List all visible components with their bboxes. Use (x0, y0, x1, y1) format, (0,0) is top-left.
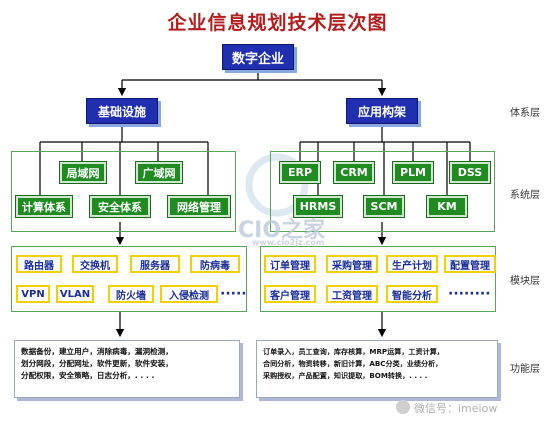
watermark-url: www.cio2jz.com (252, 238, 325, 247)
node-km: KM (427, 196, 467, 217)
app-function-line: 订单录入，员工查询，库存核算，MRP运算，工资计算， (263, 347, 444, 356)
wechat-icon (396, 400, 410, 414)
node-infrastructure: 基础设施 (86, 98, 158, 124)
node-erp: ERP (280, 162, 320, 183)
module-antivirus: 防病毒 (190, 255, 240, 273)
app-function-line: 合同分析，物资转移，新旧计算，ABC分类，业绩分析， (263, 359, 443, 368)
infra-function-line: 划分网段，分配网址，软件更新，软件安装， (21, 359, 173, 368)
layer-label-system: 系统层 (510, 190, 540, 201)
module-intelligent-analysis: 智能分析 (386, 285, 438, 303)
module-configuration-management: 配置管理 (444, 255, 496, 273)
footer-wechat-id: 微信号：imeiow (414, 402, 498, 415)
module-intrusion-detection: 入侵检测 (160, 285, 218, 303)
node-app-architecture: 应用构架 (346, 98, 418, 124)
node-computing-system: 计算体系 (16, 196, 72, 217)
infra-modules-ellipsis: ····· (220, 286, 247, 302)
node-wan: 广域网 (136, 162, 182, 183)
infra-function-line: 分配权限，安全策略，日志分析，. . . . (21, 371, 155, 380)
app-modules-ellipsis: ········ (448, 286, 491, 302)
watermark-logo: CIO之家 (238, 218, 326, 243)
node-plm: PLM (393, 162, 433, 183)
node-hrms: HRMS (294, 196, 342, 217)
module-payroll-management: 工资管理 (326, 285, 378, 303)
module-router: 路由器 (16, 255, 62, 273)
module-production-planning: 生产计划 (386, 255, 438, 273)
node-dss: DSS (450, 162, 490, 183)
module-firewall: 防火墙 (108, 285, 154, 303)
infra-functions-box: 数据备份，建立用户，消除病毒，漏洞检测， 划分网段，分配网址，软件更新，软件安装… (14, 340, 240, 398)
node-digital-enterprise: 数字企业 (222, 44, 294, 70)
node-lan: 局域网 (60, 162, 106, 183)
app-functions-box: 订单录入，员工查询，库存核算，MRP运算，工资计算， 合同分析，物资转移，新旧计… (256, 340, 498, 398)
infra-function-line: 数据备份，建立用户，消除病毒，漏洞检测， (21, 347, 173, 356)
system-layer-infra-group (11, 151, 236, 232)
module-switch: 交换机 (72, 255, 118, 273)
module-purchase-management: 采购管理 (326, 255, 378, 273)
node-crm: CRM (334, 162, 374, 183)
module-layer-infra-group (11, 246, 247, 312)
layer-label-architecture: 体系层 (510, 108, 540, 119)
module-customer-management: 客户管理 (264, 285, 316, 303)
system-layer-app-group (270, 151, 495, 232)
layer-label-function: 功能层 (510, 364, 540, 375)
app-function-line: 采购授权，产品配置，知识提取，BOM转换，. . . . (263, 371, 428, 380)
node-scm: SCM (364, 196, 404, 217)
module-vlan: VLAN (56, 285, 94, 303)
layer-label-module: 模块层 (510, 276, 540, 287)
module-order-management: 订单管理 (264, 255, 316, 273)
node-network-management: 网络管理 (168, 196, 230, 217)
module-server: 服务器 (130, 255, 180, 273)
node-security-system: 安全体系 (90, 196, 150, 217)
module-layer-app-group (260, 246, 496, 312)
module-vpn: VPN (16, 285, 50, 303)
diagram-title: 企业信息规划技术层次图 (167, 12, 388, 34)
